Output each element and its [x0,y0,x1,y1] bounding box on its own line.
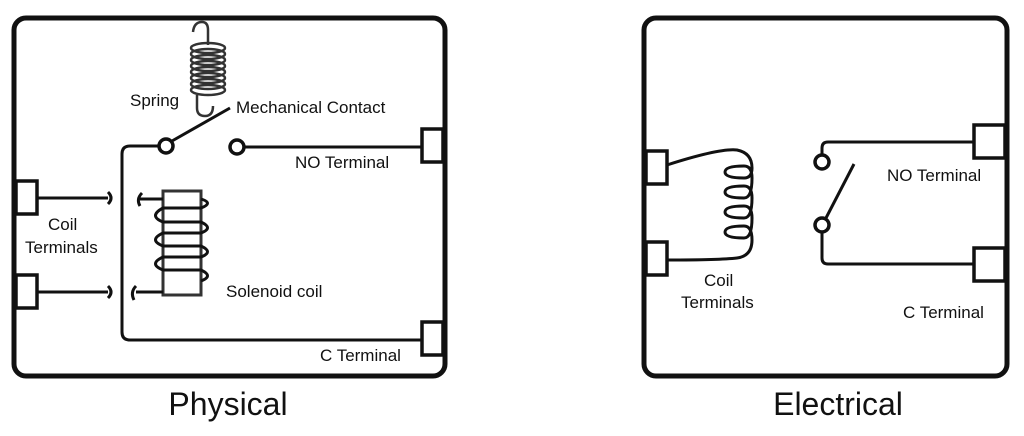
coil-terminal-2 [644,240,669,277]
coil-icon [666,148,754,262]
no-terminal [420,127,445,164]
coil-terminal-2 [14,273,39,310]
spring-label: Spring [130,91,179,110]
common-wire [120,144,422,342]
physical-housing [11,15,448,379]
contact-fixed [228,138,246,156]
mechanical-contact-label: Mechanical Contact [236,98,386,117]
no-terminal [972,123,1007,160]
no-terminal-label: NO Terminal [295,153,389,172]
coil-terminals-label-2: Terminals [681,293,754,312]
switch-arm [824,163,856,219]
contact-pivot [813,216,831,234]
electrical-housing [641,15,1010,379]
c-terminal-label: C Terminal [320,346,401,365]
spring-icon [189,20,227,118]
no-terminal-label: NO Terminal [887,166,981,185]
physical-title: Physical [168,386,287,422]
no-wire [820,140,974,154]
coil-terminal-1 [644,149,669,186]
physical-panel: Spring Mechanical Contact NO Terminal Co… [11,15,448,422]
electrical-title: Electrical [773,386,903,422]
c-terminal [972,246,1007,283]
c-terminal-label: C Terminal [903,303,984,322]
solenoid-coil-icon [136,189,209,297]
common-wire [820,232,974,266]
coil-terminals-label-2: Terminals [25,238,98,257]
coil-terminals-label-1: Coil [48,215,77,234]
solenoid-coil-label: Solenoid coil [226,282,322,301]
electrical-panel: NO Terminal Coil Terminals C Terminal El… [641,15,1010,422]
c-terminal [420,320,445,357]
coil-terminals-label-1: Coil [704,271,733,290]
contact-fixed [813,153,831,171]
coil-terminal-1 [14,179,39,216]
mechanical-contact-arm [171,106,231,143]
contact-pivot [157,137,175,155]
